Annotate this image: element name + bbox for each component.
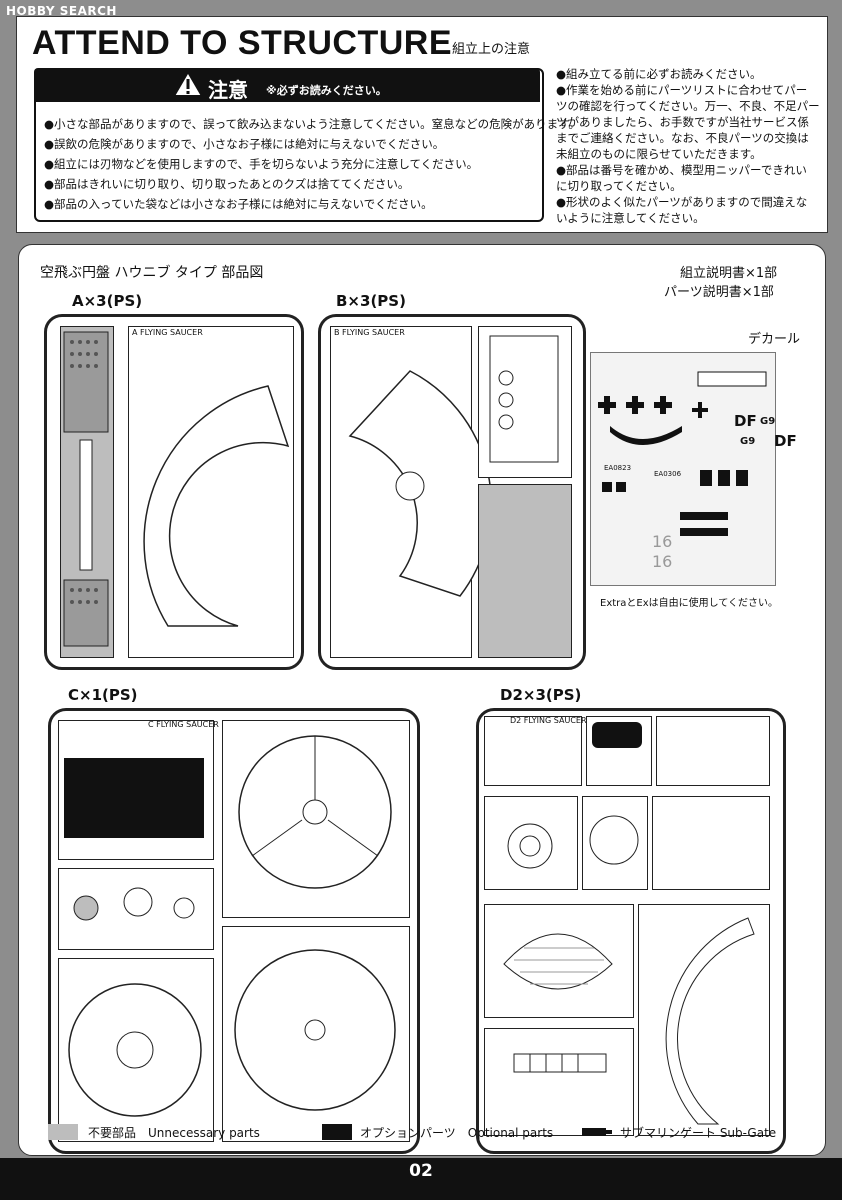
runner-d2-bay-9 <box>484 1028 634 1136</box>
caution-item: ●誤飲の危険がありますので、小さなお子様には絶対に与えないでください。 <box>44 137 445 151</box>
note-line: までご連絡ください。なお、不良パーツの交換は <box>556 131 809 145</box>
optional-swatch <box>322 1124 352 1140</box>
runner-d2-bay-4 <box>484 796 578 890</box>
decal-16-2: 16 <box>652 552 673 571</box>
page-title: ATTEND TO STRUCTURE <box>32 24 453 62</box>
manual-count: 組立説明書×1部 <box>680 266 778 281</box>
saucer-segment-b <box>348 370 493 597</box>
unnecessary-swatch <box>48 1124 78 1140</box>
note-line: ●作業を始める前にパーツリストに合わせてパー <box>556 83 808 97</box>
caution-sub: ※必ずお読みください。 <box>266 84 387 97</box>
runner-c-disc-2 <box>234 949 396 1111</box>
runner-d2-hatch <box>503 933 613 990</box>
runner-c-optional <box>64 758 204 838</box>
runner-c-label: C×1(PS) <box>68 686 138 704</box>
runner-c-wheel <box>68 983 202 1117</box>
saucer-segment-a <box>143 385 290 627</box>
warning-icon <box>172 70 204 97</box>
runner-b-label: B×3(PS) <box>336 292 406 310</box>
page-number: 02 <box>409 1161 433 1181</box>
runner-a-tag: A FLYING SAUCER <box>132 328 203 337</box>
note-line: ●部品は番号を確かめ、模型用ニッパーできれい <box>556 163 807 177</box>
legend-unnecessary: 不要部品 Unnecessary parts <box>88 1126 260 1140</box>
decal-df-1: DF <box>734 412 757 430</box>
runner-b-plate <box>489 335 559 463</box>
runner-d2-barrel <box>513 1053 607 1073</box>
runner-d2-ring <box>507 823 553 869</box>
note-line: ツの確認を行ってください。万一、不良、不足パー <box>556 99 820 113</box>
decal-code-1: EA0823 <box>604 464 632 472</box>
runner-d2-label: D2×3(PS) <box>500 686 582 704</box>
caution-item: ●小さな部品がありますので、誤って飲み込まないよう注意してください。窒息などの危… <box>44 117 580 131</box>
note-line: に切り取ってください。 <box>556 179 682 193</box>
footer-bar <box>0 1158 842 1200</box>
decal-g9-2: G9 <box>760 416 776 427</box>
runner-d2-arc <box>665 917 755 1125</box>
decal-sheet <box>590 352 776 586</box>
decal-label: デカール <box>748 332 801 347</box>
decal-g9-1: G9 <box>740 436 756 447</box>
runner-d2-bay-6 <box>652 796 770 890</box>
runner-d2-tag: D2 FLYING SAUCER <box>510 716 587 725</box>
runner-a-label: A×3(PS) <box>72 292 143 310</box>
decal-df-2: DF <box>774 432 797 450</box>
caution-label: 注意 <box>208 78 248 102</box>
watermark: HOBBY SEARCH <box>6 4 117 18</box>
parts-title: 空飛ぶ円盤 ハウニブ タイプ 部品図 <box>40 265 264 281</box>
runner-c-tag: C FLYING SAUCER <box>148 720 219 729</box>
runner-a-grills <box>63 331 109 647</box>
decal-note: ExtraとExは自由に使用してください。 <box>600 598 779 609</box>
runner-d2-plug <box>589 815 639 865</box>
runner-d2-optional <box>592 722 642 748</box>
parts-manual-count: パーツ説明書×1部 <box>664 285 774 300</box>
runner-b-unnecessary <box>478 484 572 658</box>
subgate-icon <box>582 1128 612 1136</box>
runner-b-tag: B FLYING SAUCER <box>334 328 405 337</box>
note-line: 未組立のものに限らせていただきます。 <box>556 147 762 161</box>
note-line: ●形状のよく似たパーツがありますので間違えな <box>556 195 808 209</box>
caution-item: ●組立には刃物などを使用しますので、手を切らないよう充分に注意してください。 <box>44 157 479 171</box>
runner-c-small-parts <box>73 887 195 921</box>
decal-16-1: 16 <box>652 532 673 551</box>
caution-item: ●部品はきれいに切り取り、切り取ったあとのクズは捨ててください。 <box>44 177 410 191</box>
note-line: ツがありましたら、お手数ですが当社サービス係 <box>556 115 809 129</box>
decal-art <box>598 371 767 536</box>
legend-subgate: サブマリンゲート Sub-Gate <box>620 1126 777 1140</box>
caution-header <box>34 68 540 102</box>
note-line: いように注意してください。 <box>556 211 705 225</box>
decal-code-2: EA0306 <box>654 470 682 478</box>
page-title-jp: 組立上の注意 <box>452 42 531 57</box>
caution-item: ●部品の入っていた袋などは小さなお子様には絶対に与えないでください。 <box>44 197 433 211</box>
runner-d2-bay-3 <box>656 716 770 786</box>
runner-d2-bay-1 <box>484 716 582 786</box>
runner-c-disc-1 <box>238 735 392 889</box>
note-line: ●組み立てる前に必ずお読みください。 <box>556 67 762 81</box>
legend-optional: オプションパーツ Optional parts <box>360 1126 554 1140</box>
runner-d2-bay-8 <box>638 904 770 1136</box>
